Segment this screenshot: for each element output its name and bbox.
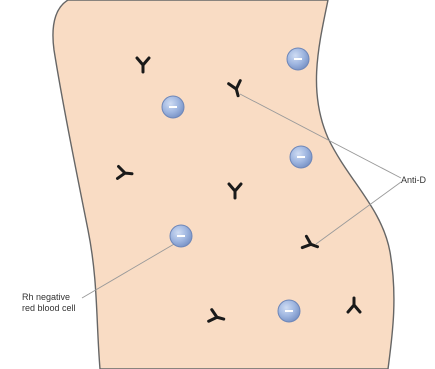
rh-negative-red-blood-cell-icon	[290, 146, 312, 168]
rh-negative-red-blood-cell-icon	[162, 96, 184, 118]
rh-negative-red-blood-cell-icon	[278, 300, 300, 322]
rh-negative-red-blood-cell-icon	[287, 48, 309, 70]
rh-negative-label-line1: Rh negative	[22, 292, 70, 302]
anti-d-label: Anti-D	[401, 175, 427, 185]
rh-negative-label-line2: red blood cell	[22, 303, 76, 313]
tissue-region	[53, 0, 394, 369]
rh-negative-red-blood-cell-icon	[170, 225, 192, 247]
